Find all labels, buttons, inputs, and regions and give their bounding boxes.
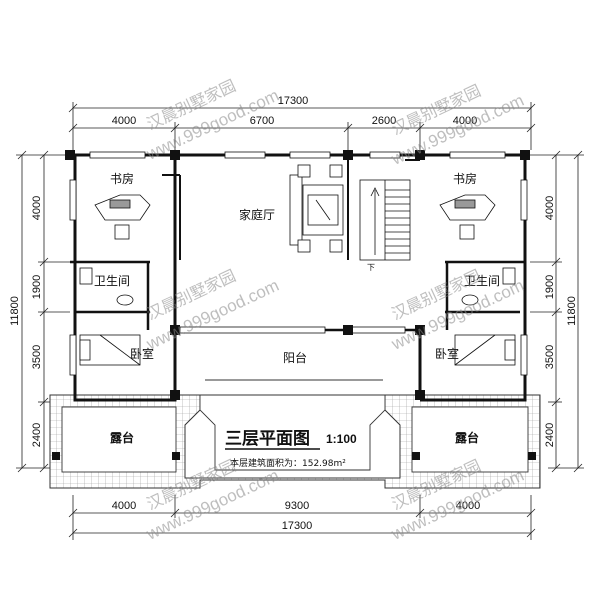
terrace-tiles: [49, 379, 541, 489]
dim-right-seg-1: 4000: [544, 196, 556, 220]
dim-right-seg-2: 1900: [544, 275, 556, 299]
columns: [52, 150, 536, 460]
dimension-bottom: [68, 495, 536, 540]
bed-left: [79, 334, 141, 366]
dim-bottom-total: 17300: [282, 520, 313, 532]
desk-right: [439, 194, 496, 240]
floor-area: 本层建筑面积为：152.98m²: [230, 457, 346, 469]
dimension-right: [530, 150, 584, 473]
label-bedroom-right: 卧室: [435, 346, 459, 361]
bed-right: [454, 334, 516, 366]
dim-left-seg-4: 2400: [31, 423, 43, 447]
dim-top-seg-3: 2600: [372, 115, 396, 127]
watermark-group: 汉晨别墅家园 www.999good.com 汉晨别墅家园 www.999goo…: [143, 76, 527, 544]
dim-right-seg-3: 3500: [544, 345, 556, 369]
label-bath-right: 卫生间: [464, 274, 500, 288]
dim-top-seg-2: 6700: [250, 115, 274, 127]
label-study-left: 书房: [110, 171, 134, 186]
label-terrace-left: 露台: [110, 430, 134, 445]
label-bath-left: 卫生间: [94, 274, 130, 288]
dim-left-seg-2: 1900: [31, 275, 43, 299]
dim-bottom-seg-3: 4000: [456, 500, 480, 512]
windows: [69, 151, 528, 376]
stairs: [359, 179, 411, 261]
dim-top-seg-4: 4000: [453, 115, 477, 127]
sofa-set: [289, 164, 344, 253]
dim-left-total: 11800: [9, 296, 21, 326]
desk-left: [94, 194, 151, 240]
dim-left-seg-3: 3500: [31, 345, 43, 369]
drawing-scale: 1:100: [326, 432, 357, 446]
dim-right-seg-4: 2400: [544, 423, 556, 447]
label-terrace-right: 露台: [455, 430, 479, 445]
dim-left-seg-1: 4000: [31, 196, 43, 220]
label-bedroom-left: 卧室: [130, 346, 154, 361]
dim-top-total: 17300: [278, 95, 309, 107]
label-study-right: 书房: [453, 171, 477, 186]
label-family-hall: 家庭厅: [239, 207, 275, 222]
toilet-fixtures: [79, 267, 516, 306]
dim-right-total: 11800: [566, 296, 578, 326]
dim-bottom-seg-1: 4000: [112, 500, 136, 512]
dim-top-seg-1: 4000: [112, 115, 136, 127]
stair-down-label: 下: [367, 263, 375, 272]
drawing-title: 三层平面图: [225, 429, 310, 449]
dim-bottom-seg-2: 9300: [285, 500, 309, 512]
label-balcony: 阳台: [283, 350, 307, 365]
dimension-top: [68, 102, 536, 150]
